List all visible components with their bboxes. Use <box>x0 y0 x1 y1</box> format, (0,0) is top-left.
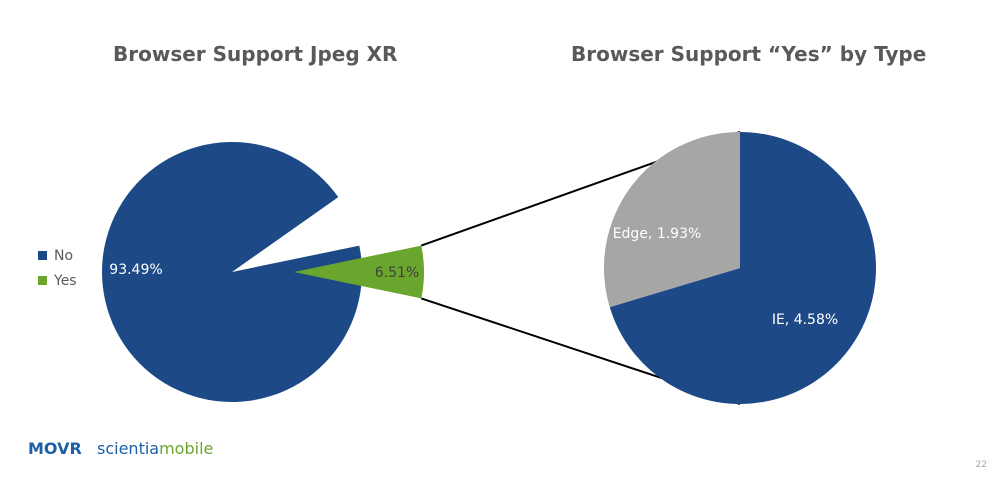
data-label-ie: IE, 4.58% <box>772 312 838 328</box>
legend-item-yes: Yes <box>38 268 77 293</box>
pie-chart-left: 93.49% 6.51% <box>101 141 425 402</box>
pie-slice-ie <box>609 132 876 404</box>
legend-label-no: No <box>54 247 74 264</box>
pie-slice-no <box>101 141 362 402</box>
data-label-yes: 6.51% <box>375 265 419 281</box>
scientiamobile-logo: scientiamobile <box>97 439 213 458</box>
data-label-edge: Edge, 1.93% <box>613 226 702 242</box>
scientiamobile-logo-part2: mobile <box>159 439 214 458</box>
movr-logo: MOVR <box>28 439 82 458</box>
pie-slice-edge <box>603 132 740 308</box>
data-label-no: 93.49% <box>109 262 162 278</box>
legend-item-no: No <box>38 243 77 268</box>
page-number: 22 <box>975 460 987 470</box>
legend: No Yes <box>38 243 77 293</box>
pie-slice-yes <box>294 245 425 299</box>
scientiamobile-logo-part1: scientia <box>97 439 160 458</box>
chart-title-left: Browser Support Jpeg XR <box>113 42 398 66</box>
legend-swatch-yes <box>38 276 47 285</box>
pie-chart-right: IE, 4.58% Edge, 1.93% <box>603 132 876 404</box>
legend-swatch-no <box>38 251 47 260</box>
legend-label-yes: Yes <box>54 272 77 289</box>
chart-title-right: Browser Support “Yes” by Type <box>571 42 927 66</box>
